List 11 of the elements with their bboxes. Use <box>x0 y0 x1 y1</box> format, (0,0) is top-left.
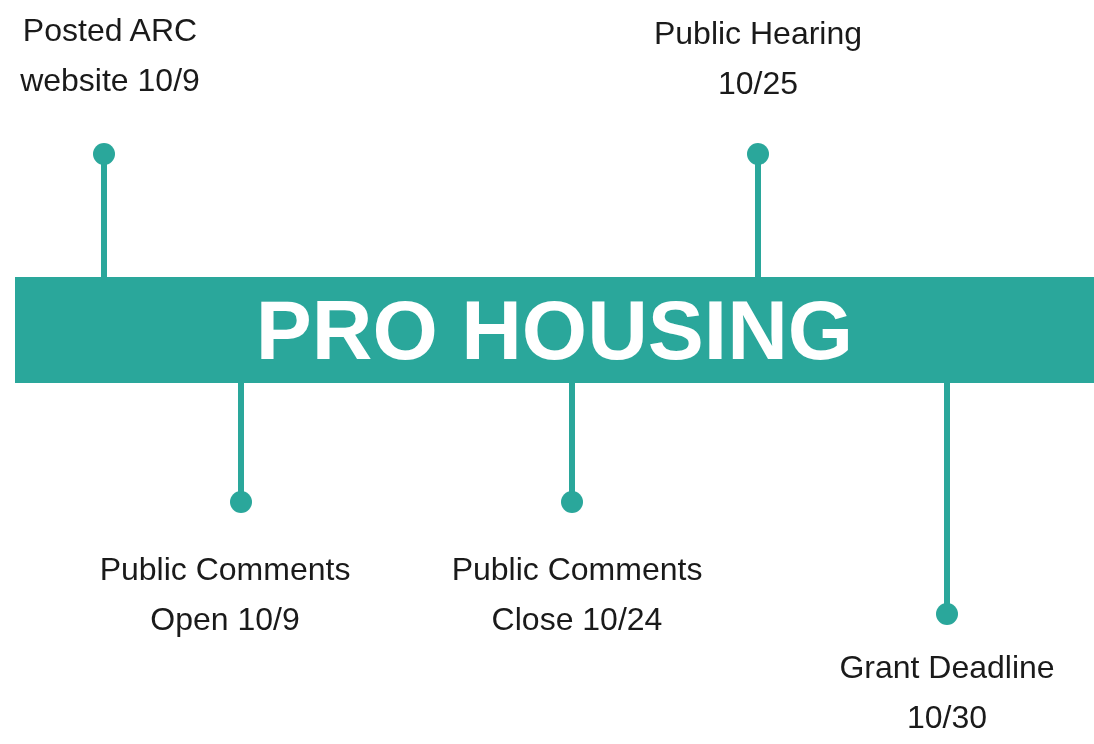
event-label: Grant Deadline 10/30 <box>827 614 1067 744</box>
event-label: Posted ARC website 10/9 <box>5 5 215 154</box>
leader-line <box>936 383 958 625</box>
leader-line <box>230 383 252 513</box>
event-label: Public Comments Close 10/24 <box>447 502 707 652</box>
leader-line <box>747 143 769 277</box>
leader-line <box>561 383 583 513</box>
event-label: Public Comments Open 10/9 <box>95 502 355 652</box>
timeline-band: PRO HOUSING <box>15 277 1094 383</box>
leader-line <box>93 143 115 277</box>
event-label: Public Hearing 10/25 <box>638 8 878 154</box>
